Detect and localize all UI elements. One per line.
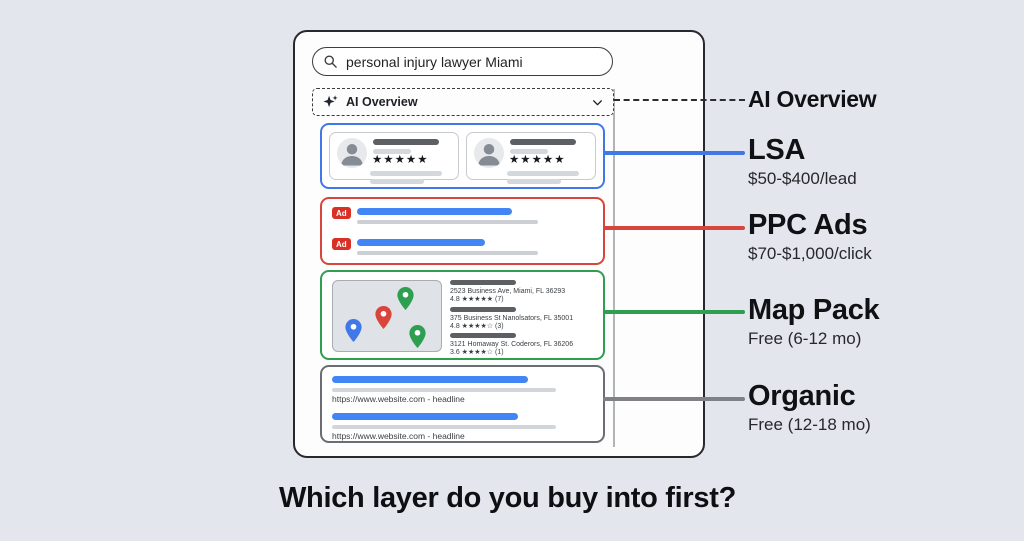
search-icon (323, 54, 338, 69)
ppc-ad-result[interactable]: Ad (332, 205, 597, 231)
ai-overview-toggle[interactable]: AI Overview (312, 88, 614, 116)
result-title-placeholder-bar (332, 413, 518, 420)
annotation-ppc-ads: PPC Ads $70-$1,000/click (748, 210, 872, 264)
ad-title-placeholder-bar (357, 208, 512, 215)
lsa-provider-card[interactable]: ★★★★★ (329, 132, 459, 184)
ai-overview-label: AI Overview (346, 95, 418, 109)
annotation-subtext: $50-$400/lead (748, 169, 857, 189)
result-snippet-placeholder-bar (332, 387, 556, 392)
avatar (474, 138, 504, 168)
map-pin-blue-icon (345, 319, 362, 342)
subtitle-placeholder-bar (373, 149, 411, 154)
sparkle-icon (322, 94, 339, 111)
map-listing[interactable]: 375 Business St Nanolsators, FL 35001 4.… (450, 307, 602, 332)
search-query-text: personal injury lawyer Miami (346, 53, 523, 70)
business-name-placeholder-bar (450, 333, 516, 338)
listing-rating: 4.8 ★★★★★ (7) (450, 296, 504, 303)
annotation-map-pack: Map Pack Free (6-12 mo) (748, 294, 880, 349)
ad-description-placeholder-bar (357, 220, 538, 224)
map-pin-red-icon (375, 306, 392, 329)
organic-connector-line (603, 397, 745, 401)
text-placeholder-bar (507, 171, 579, 176)
name-placeholder-bar (373, 139, 439, 145)
listing-address: 375 Business St Nanolsators, FL 35001 (450, 314, 574, 322)
organic-result[interactable]: https://www.website.com - headline (332, 376, 597, 404)
annotation-ai-overview: AI Overview (748, 86, 877, 112)
annotation-title: Map Pack (748, 294, 880, 326)
ppc-ad-result[interactable]: Ad (332, 236, 597, 262)
chevron-down-icon (591, 96, 604, 109)
business-name-placeholder-bar (450, 307, 516, 312)
avatar (337, 138, 367, 168)
map-thumbnail[interactable] (332, 280, 442, 352)
result-title-placeholder-bar (332, 376, 528, 383)
annotation-subtext: $70-$1,000/click (748, 244, 872, 264)
star-rating: ★★★★★ (372, 154, 429, 166)
annotation-organic: Organic Free (12-18 mo) (748, 381, 871, 435)
annotation-subtext: Free (12-18 mo) (748, 415, 871, 435)
ad-badge: Ad (332, 238, 351, 250)
text-placeholder-bar (370, 171, 442, 176)
serp-mock-card: personal injury lawyer Miami AI Overview (293, 30, 705, 458)
map-listing[interactable]: 3121 Homaway St. Coderors, FL 36206 3.6 … (450, 333, 602, 358)
map-pin-green-icon (397, 287, 414, 310)
annotation-subtext: Free (6-12 mo) (748, 329, 862, 349)
ppc-section: Ad Ad (320, 197, 605, 265)
listing-rating: 4.8 ★★★★☆ (3) (450, 323, 504, 330)
listing-address: 2523 Business Ave, Miami, FL 36293 (450, 287, 566, 295)
lsa-section: ★★★★★ ★★★★★ (320, 123, 605, 189)
ad-badge: Ad (332, 207, 351, 219)
result-snippet-placeholder-bar (332, 424, 556, 429)
business-name-placeholder-bar (450, 280, 516, 285)
map-listing[interactable]: 2523 Business Ave, Miami, FL 36293 4.8 ★… (450, 280, 602, 305)
text-placeholder-bar (370, 179, 424, 184)
subtitle-placeholder-bar (510, 149, 548, 154)
map-pack-connector-line (603, 310, 745, 314)
annotation-title: Organic (748, 380, 856, 412)
ppc-connector-line (603, 226, 745, 230)
lsa-provider-card[interactable]: ★★★★★ (466, 132, 596, 184)
listing-address: 3121 Homaway St. Coderors, FL 36206 (450, 340, 574, 348)
annotation-lsa: LSA $50-$400/lead (748, 135, 857, 189)
annotation-title: AI Overview (748, 86, 877, 112)
organic-section: https://www.website.com - headline https… (320, 365, 605, 443)
annotation-title: PPC Ads (748, 209, 868, 241)
search-input[interactable]: personal injury lawyer Miami (312, 47, 613, 76)
ad-title-placeholder-bar (357, 239, 485, 246)
ai-overview-connector-line (614, 99, 745, 101)
result-url: https://www.website.com - headline (332, 431, 465, 441)
organic-result[interactable]: https://www.website.com - headline (332, 413, 597, 441)
text-placeholder-bar (507, 179, 561, 184)
result-url: https://www.website.com - headline (332, 394, 465, 404)
annotation-title: LSA (748, 134, 806, 166)
ad-description-placeholder-bar (357, 251, 538, 255)
annotation-spine-line (613, 89, 615, 447)
lsa-connector-line (603, 151, 745, 155)
star-rating: ★★★★★ (509, 154, 566, 166)
map-pin-green-icon (409, 325, 426, 348)
map-pack-section: 2523 Business Ave, Miami, FL 36293 4.8 ★… (320, 270, 605, 360)
name-placeholder-bar (510, 139, 576, 145)
listing-rating: 3.6 ★★★★☆ (1) (450, 349, 504, 356)
page-title: Which layer do you buy into first? (278, 482, 737, 514)
